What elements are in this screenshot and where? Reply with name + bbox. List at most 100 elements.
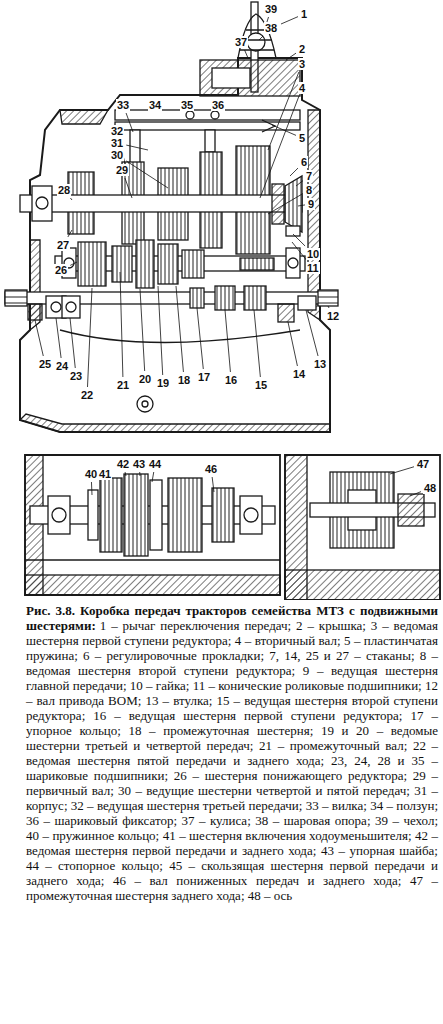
pto-shaft-part <box>298 296 316 310</box>
pto-shaft-part <box>244 286 266 310</box>
callout-number: 15 <box>254 379 268 391</box>
countershaft-part <box>182 250 204 278</box>
shift-rods-part <box>186 111 194 119</box>
callout-number: 44 <box>148 458 162 470</box>
callout-number: 7 <box>305 170 313 182</box>
leader-line <box>140 289 145 371</box>
leader-line <box>35 320 43 356</box>
upper-shaft <box>20 176 302 236</box>
leader-line <box>197 308 203 369</box>
upper-shaft-part <box>272 184 284 224</box>
leader-line <box>70 262 77 265</box>
leader-line <box>126 161 168 188</box>
shift-rods-part <box>115 122 300 130</box>
callout-number: 43 <box>132 458 146 470</box>
leader-line <box>176 286 183 372</box>
callout-number: 32 <box>110 125 124 137</box>
leader-line <box>152 472 154 482</box>
countershaft-part <box>240 258 274 270</box>
cover <box>200 60 300 96</box>
pto-shaft-part <box>28 304 42 320</box>
callout-number: 31 <box>110 137 124 149</box>
callout-number: 9 <box>307 198 315 210</box>
pto-shaft-part <box>62 296 80 318</box>
callout-number: 26 <box>54 264 68 276</box>
pto-shaft-part <box>318 290 338 306</box>
leader-line <box>293 234 305 246</box>
countershaft <box>55 240 305 288</box>
upper-shaft-part <box>36 197 48 209</box>
leader-line <box>290 168 298 176</box>
countershaft-part <box>158 244 178 284</box>
callout-number: 27 <box>56 239 70 251</box>
leader-line <box>56 318 61 358</box>
callout-number: 23 <box>69 370 83 382</box>
pto-shaft-part <box>278 304 294 322</box>
callout-number: 30 <box>110 149 124 161</box>
callout-number: 13 <box>313 358 327 370</box>
countershaft-part <box>286 248 300 278</box>
callout-number: 29 <box>115 164 129 176</box>
pto-shaft-part <box>5 290 27 306</box>
leader-line <box>212 477 214 492</box>
leader-line <box>268 72 299 150</box>
shift-rods-part <box>262 120 275 132</box>
lower-left-view-part <box>100 478 122 552</box>
countershaft-part <box>78 242 106 286</box>
leader-line <box>328 306 329 308</box>
leader-line <box>306 310 318 356</box>
lower-right-view <box>285 455 440 600</box>
countershaft-part <box>288 258 298 268</box>
callout-number: 34 <box>148 99 162 111</box>
housing-part <box>20 414 330 432</box>
leader-line <box>126 113 133 132</box>
callout-number: 5 <box>298 132 306 144</box>
housing-part <box>137 396 153 412</box>
callout-number: 21 <box>116 379 130 391</box>
gear-lever-part <box>247 33 265 51</box>
lower-left-view-part <box>212 488 234 542</box>
caption-text: 1 – рычаг переключения передач; 2 – крыш… <box>26 618 438 903</box>
callout-number: 41 <box>98 468 112 480</box>
lower-right-view-part <box>398 494 424 526</box>
leader-line <box>272 125 296 135</box>
pto-shaft <box>5 286 338 322</box>
shift-rods-part <box>115 110 300 120</box>
pto-shaft-part <box>190 288 204 308</box>
pto-shaft-part <box>51 302 61 312</box>
leader-line <box>286 53 296 60</box>
lower-left-view-part <box>240 496 262 534</box>
callout-number: 35 <box>180 99 194 111</box>
leader-line <box>120 272 123 377</box>
leader-line <box>70 198 72 200</box>
callout-number: 22 <box>80 389 94 401</box>
callout-number: 46 <box>204 463 218 475</box>
cover-part <box>200 60 300 96</box>
leader-line <box>268 194 303 214</box>
leader-line <box>125 178 132 198</box>
housing-part <box>60 110 108 124</box>
callout-number: 17 <box>197 371 211 383</box>
callout-number: 3 <box>298 58 306 70</box>
callout-number: 40 <box>84 468 98 480</box>
callout-number: 36 <box>211 99 225 111</box>
upper-shaft-part <box>32 186 52 221</box>
cover-part <box>212 68 250 88</box>
leader-line <box>298 205 305 206</box>
countershaft-part <box>112 246 132 282</box>
housing-part <box>142 401 148 407</box>
callout-number: 4 <box>298 82 306 94</box>
leader-line <box>288 322 297 366</box>
callout-number: 28 <box>57 184 71 196</box>
pto-shaft-part <box>66 302 76 312</box>
leader-line <box>296 181 303 186</box>
lower-left-view-part <box>25 559 280 560</box>
callout-number: 20 <box>138 373 152 385</box>
callout-number: 18 <box>177 374 191 386</box>
lower-left-view-part <box>168 478 202 552</box>
leader-line <box>126 145 148 150</box>
lower-left-view-part <box>25 455 43 595</box>
lower-left-view-part <box>25 575 280 595</box>
figure-caption: Рис. 3.8. Коробка передач тракторов семе… <box>26 603 438 903</box>
callout-number: 11 <box>306 262 320 274</box>
